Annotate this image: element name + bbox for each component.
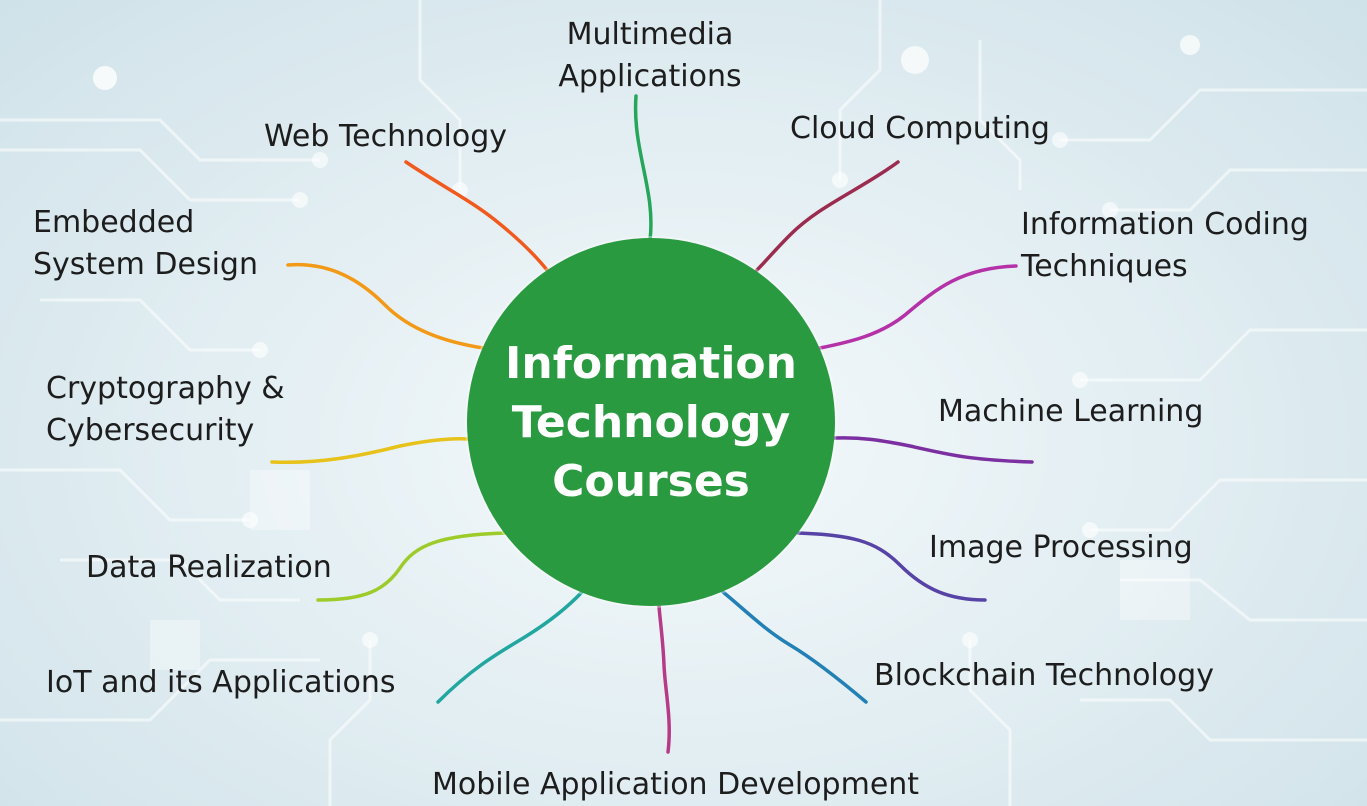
topic-label-data-realization: Data Realization (86, 550, 332, 585)
connector-web-technology (404, 160, 549, 272)
topic-label-blockchain-technology: Blockchain Technology (874, 658, 1214, 693)
topic-label-information-coding-techniques: Information Coding Techniques (1021, 207, 1309, 284)
connector-machine-learning (833, 436, 1034, 464)
topic-label-multimedia-applications: Multimedia Applications (558, 17, 742, 94)
connector-blockchain-technology (721, 590, 868, 704)
topic-label-iot-and-its-applications: IoT and its Applications (46, 665, 396, 700)
topic-label-mobile-application-development: Mobile Application Development (432, 767, 920, 802)
topic-label-machine-learning: Machine Learning (938, 394, 1204, 429)
connector-cloud-computing (755, 160, 900, 272)
center-title: Information Technology Courses (505, 337, 797, 507)
connector-multimedia-applications (633, 94, 653, 242)
topic-label-embedded-system-design: Embedded System Design (33, 205, 258, 282)
connector-iot-and-its-applications (436, 590, 584, 704)
topic-label-cloud-computing: Cloud Computing (790, 111, 1050, 146)
topic-label-image-processing: Image Processing (929, 530, 1193, 565)
topic-label-web-technology: Web Technology (264, 119, 507, 154)
topic-label-cryptography-cybersecurity: Cryptography & Cybersecurity (46, 371, 285, 448)
connector-embedded-system-design (286, 262, 485, 350)
connector-information-coding-techniques (818, 264, 1018, 350)
connector-cryptography-cybersecurity (270, 437, 470, 465)
connector-data-realization (316, 531, 507, 602)
center-hub: Information Technology Courses (467, 238, 835, 606)
connector-image-processing (796, 531, 987, 602)
connector-mobile-application-development (657, 604, 671, 754)
